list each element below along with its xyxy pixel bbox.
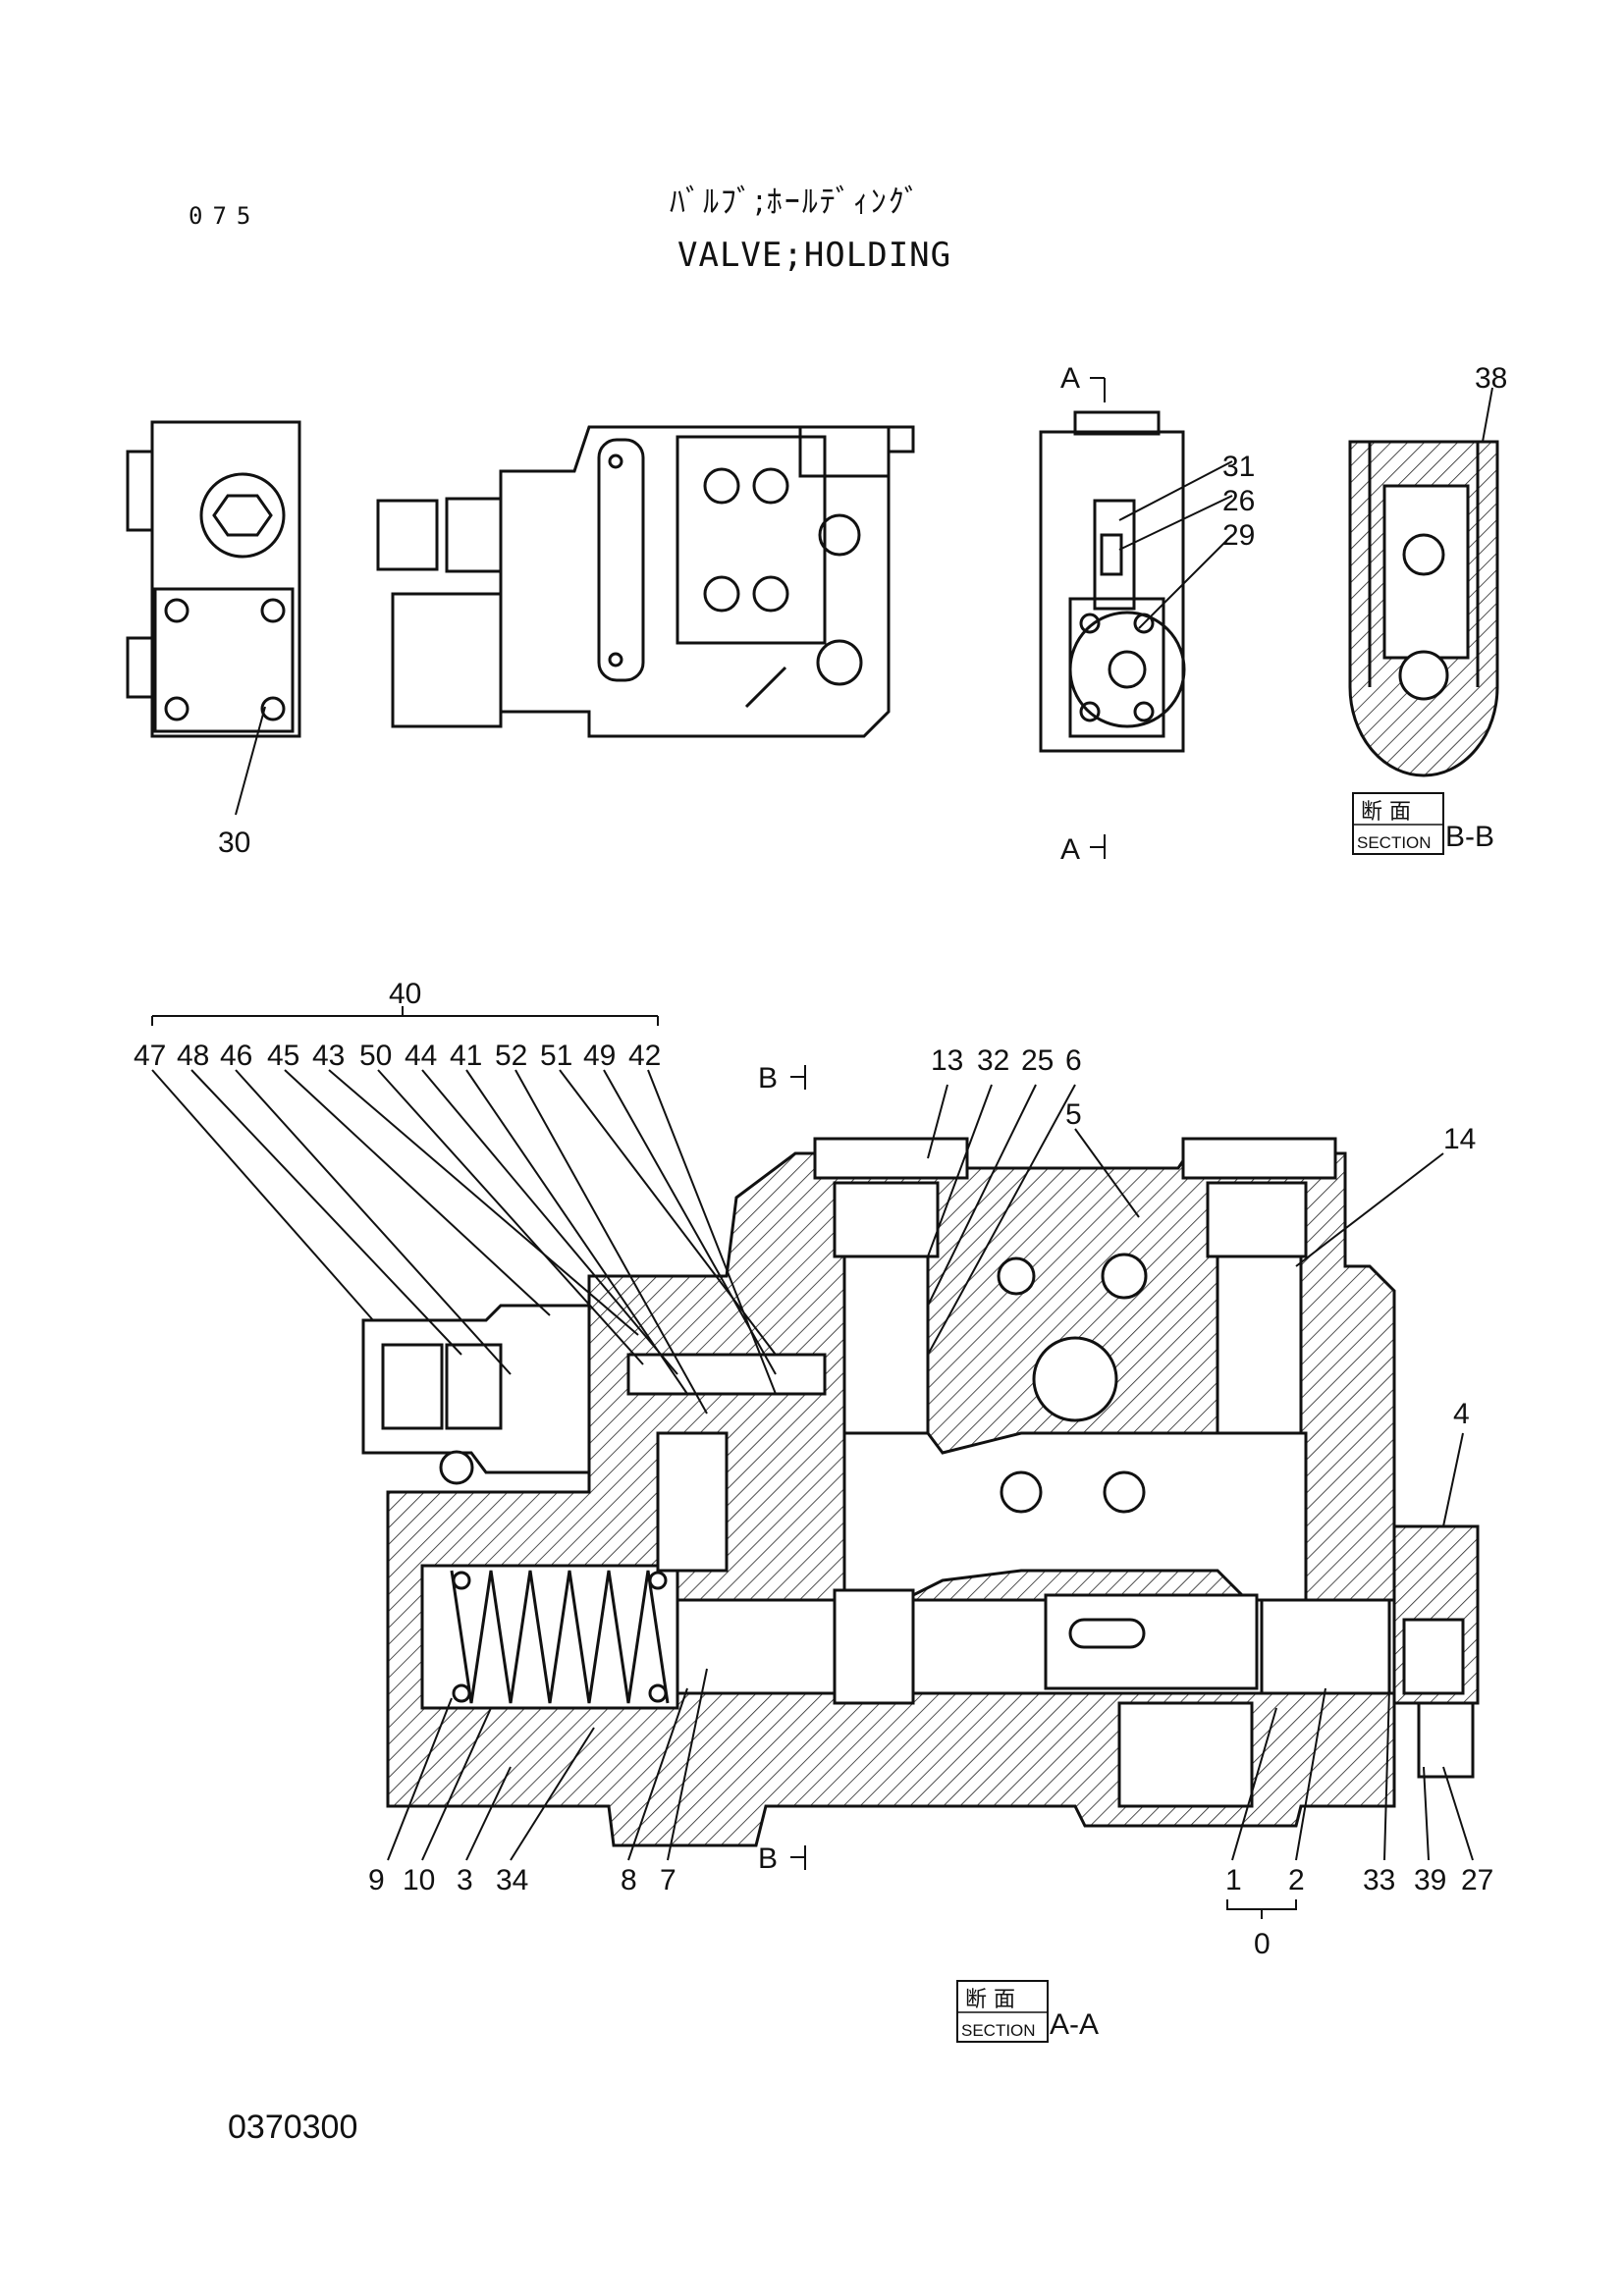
end-view-right [1039, 410, 1186, 753]
end-view-left [126, 420, 301, 738]
callout-labels: 30 31 26 29 38 40 47 48 46 45 43 50 44 4… [134, 362, 1507, 1960]
section-bb-en: SECTION [1357, 833, 1432, 852]
page-code: 075 [189, 202, 261, 230]
callout-32: 32 [977, 1044, 1009, 1077]
callout-38: 38 [1475, 362, 1507, 395]
callout-52: 52 [495, 1040, 527, 1072]
side-view [376, 425, 915, 738]
callout-3: 3 [457, 1864, 473, 1896]
callout-48: 48 [177, 1040, 209, 1072]
callout-41: 41 [450, 1040, 482, 1072]
section-label-aa: 断 面 SECTION A-A [956, 1980, 1099, 2043]
callout-8: 8 [621, 1864, 637, 1896]
callout-30: 30 [218, 827, 250, 859]
callout-31: 31 [1222, 451, 1255, 483]
section-bb-view [1348, 440, 1499, 777]
callout-6: 6 [1065, 1044, 1082, 1077]
callout-50: 50 [359, 1040, 392, 1072]
callout-0: 0 [1254, 1928, 1271, 1960]
cut-marker-b-bottom: B [758, 1842, 778, 1875]
callout-42: 42 [628, 1040, 661, 1072]
callout-7: 7 [660, 1864, 676, 1896]
cut-marker-a-bottom: A [1060, 833, 1080, 866]
callout-13: 13 [931, 1044, 963, 1077]
title-english: VALVE;HOLDING [677, 236, 952, 275]
callout-43: 43 [312, 1040, 345, 1072]
callout-51: 51 [540, 1040, 572, 1072]
cut-marker-a-top: A [1060, 362, 1080, 395]
cut-marker-b-top: B [758, 1062, 778, 1095]
drawing-number: 0370300 [228, 2109, 358, 2146]
callout-25: 25 [1021, 1044, 1054, 1077]
callout-39: 39 [1414, 1864, 1446, 1896]
callout-33: 33 [1363, 1864, 1395, 1896]
callout-5: 5 [1065, 1098, 1082, 1131]
callout-4: 4 [1453, 1398, 1470, 1430]
callout-1: 1 [1225, 1864, 1242, 1896]
leader-lines [151, 377, 1493, 1919]
callout-44: 44 [405, 1040, 437, 1072]
title-japanese: ﾊﾞﾙﾌﾞ;ﾎｰﾙﾃﾞｨﾝｸﾞ [670, 183, 922, 220]
callout-26: 26 [1222, 485, 1255, 517]
section-aa-en: SECTION [961, 2021, 1036, 2040]
callout-29: 29 [1222, 519, 1255, 552]
callout-10: 10 [403, 1864, 435, 1896]
callout-9: 9 [368, 1864, 385, 1896]
callout-49: 49 [583, 1040, 616, 1072]
callout-47: 47 [134, 1040, 166, 1072]
callout-46: 46 [220, 1040, 252, 1072]
section-aa-view [361, 1137, 1480, 1847]
callout-27: 27 [1461, 1864, 1493, 1896]
callout-40: 40 [389, 978, 421, 1010]
section-label-bb: 断 面 SECTION B-B [1352, 792, 1494, 855]
callout-45: 45 [267, 1040, 299, 1072]
section-aa-ja: 断 面 [965, 1988, 1015, 2012]
section-bb-tag: B-B [1445, 821, 1494, 853]
section-aa-tag: A-A [1050, 2008, 1099, 2041]
callout-14: 14 [1443, 1123, 1476, 1155]
callout-34: 34 [496, 1864, 528, 1896]
section-bb-ja: 断 面 [1361, 800, 1411, 825]
callout-2: 2 [1288, 1864, 1305, 1896]
